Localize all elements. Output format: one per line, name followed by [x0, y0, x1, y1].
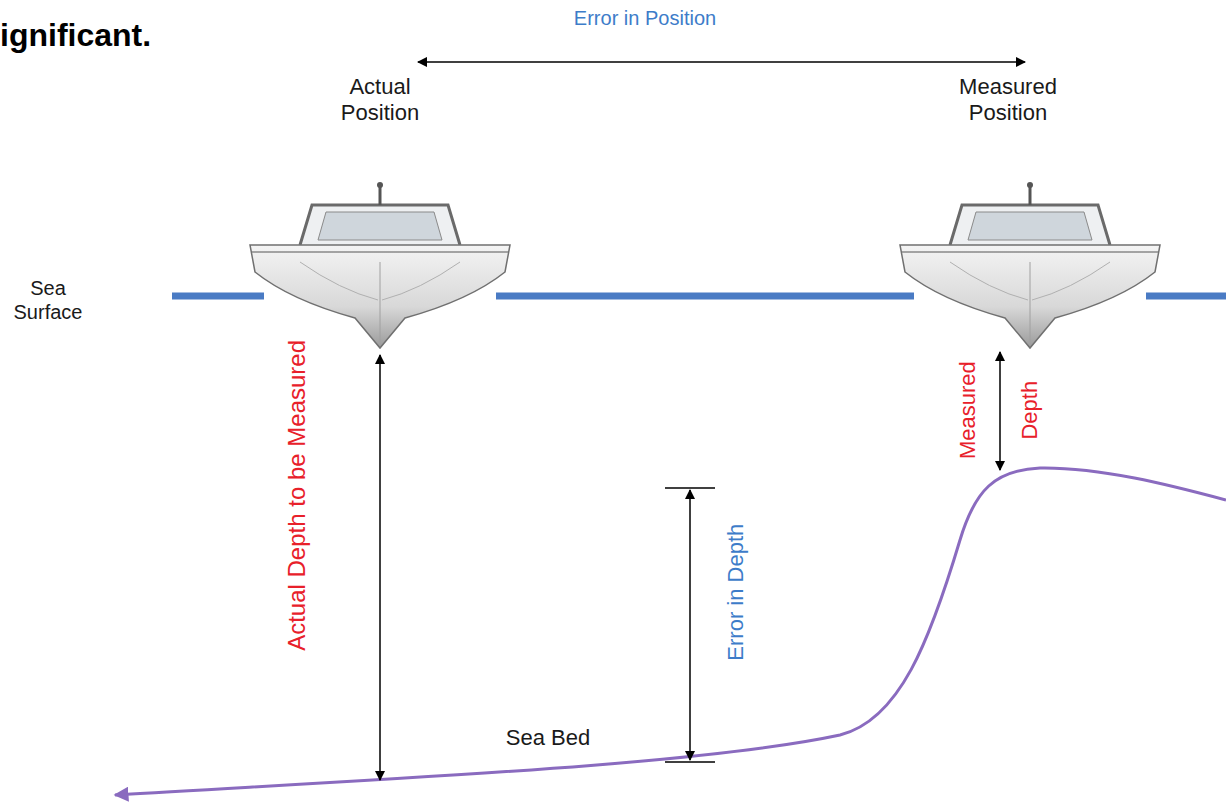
position-error-arrow — [418, 61, 1025, 63]
depth-error-label: Error in Depth — [723, 524, 749, 661]
seabed-label: Sea Bed — [506, 725, 590, 751]
measured-depth-arrow — [999, 352, 1001, 470]
boat-label: Measured Position — [951, 74, 1066, 127]
boat-label: Actual Position — [323, 74, 438, 127]
heading-fragment: ignificant. — [0, 16, 151, 54]
depth-error-bracket — [665, 488, 715, 762]
position-error-label: Error in Position — [574, 6, 716, 30]
actual-depth-arrow — [379, 355, 381, 780]
depth-label: Depth — [1017, 381, 1043, 440]
depth-label: Measured — [955, 361, 981, 459]
boat-actual — [250, 182, 510, 348]
boat-measured — [900, 182, 1160, 348]
depth-label: Actual Depth to be Measured — [283, 340, 312, 651]
sea-bed — [115, 468, 1226, 795]
surface-label: Sea Surface — [8, 276, 88, 324]
